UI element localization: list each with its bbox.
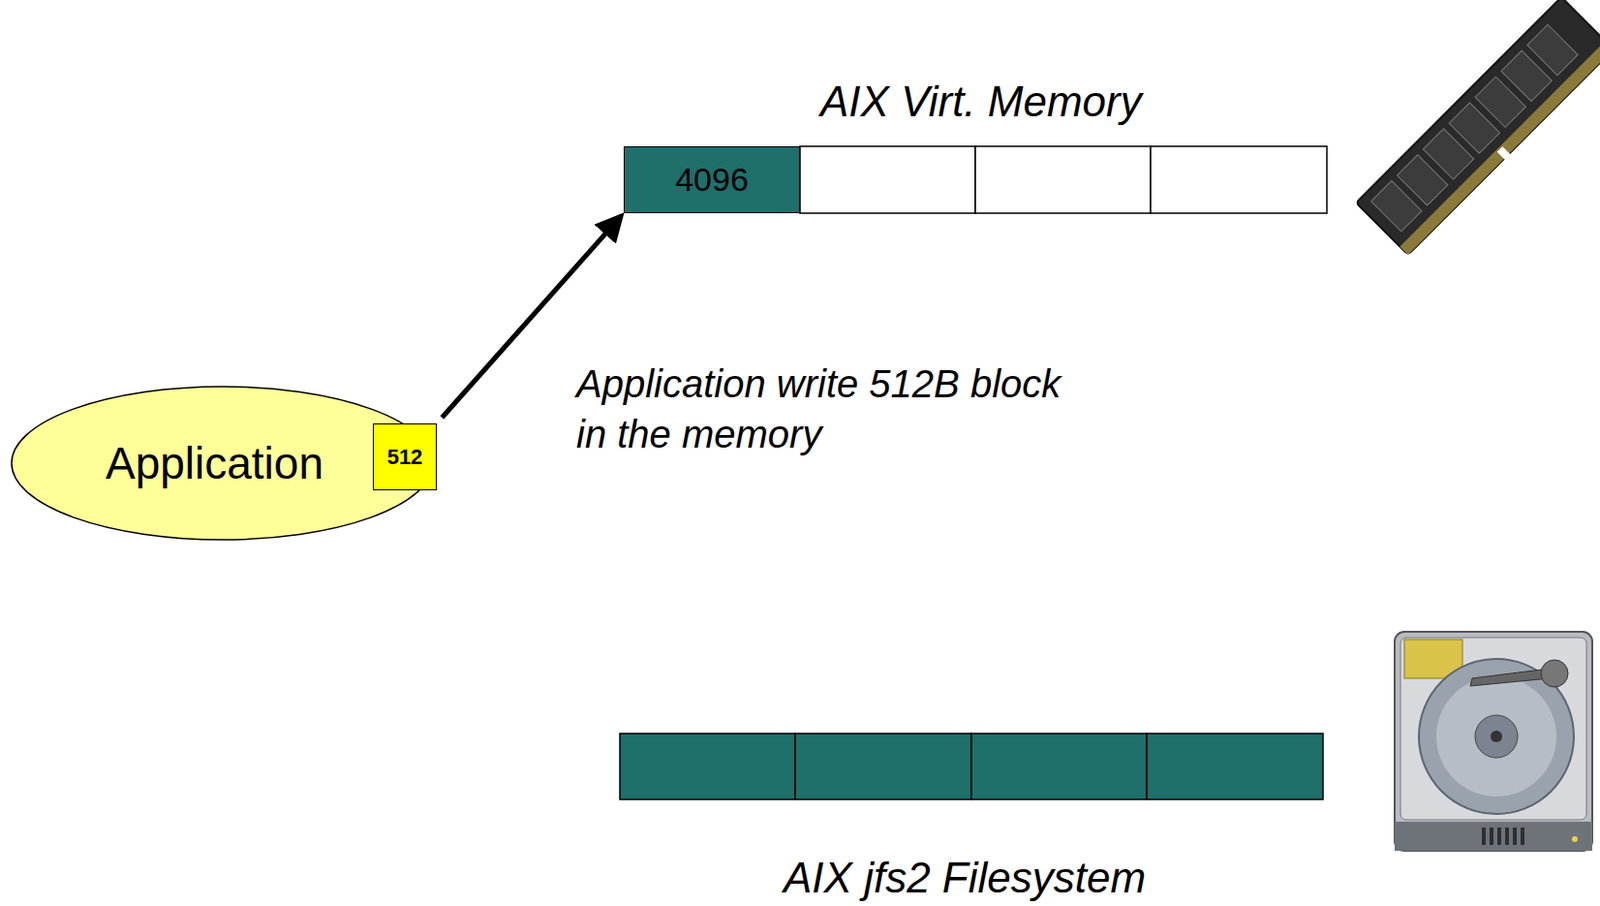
write-note: Application write 512B block in the memo… xyxy=(576,358,1080,460)
memory-title: AIX Virt. Memory xyxy=(820,75,1142,127)
filesystem-title: AIX jfs2 Filesystem xyxy=(783,851,1146,903)
node-text: 4096 xyxy=(675,160,749,199)
data-block: 512 xyxy=(372,423,437,491)
node-text: Application xyxy=(105,437,324,490)
memory-module-icon xyxy=(1355,0,1600,256)
node-text: 512 xyxy=(387,444,424,469)
application-ellipse: Application 512 xyxy=(10,385,434,541)
memory-page: 4096 xyxy=(623,146,800,214)
memory-cells xyxy=(800,146,1327,214)
hard-disk-icon xyxy=(1394,631,1593,851)
filesystem-blocks xyxy=(619,733,1324,800)
